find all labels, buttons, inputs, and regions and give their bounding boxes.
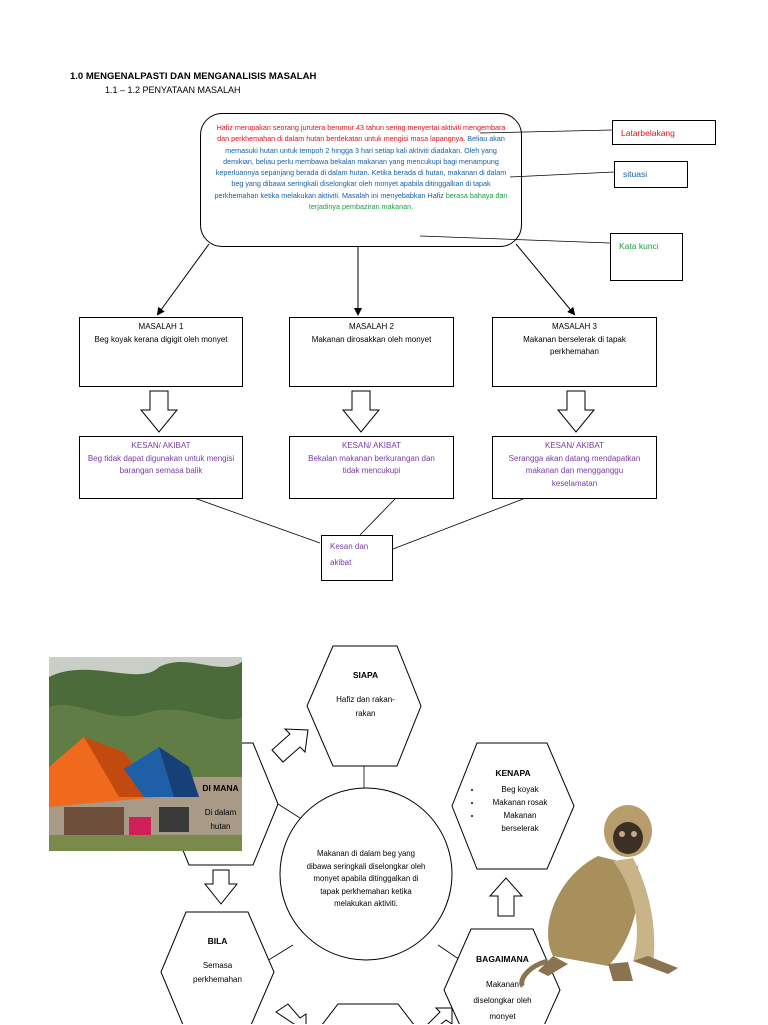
effect-title: KESAN/ AKIBAT — [131, 441, 191, 450]
kenapa-item: Beg koyak — [482, 783, 558, 796]
hex-bila — [160, 911, 275, 1024]
camping-photo — [49, 657, 242, 851]
arrow-bagaimana-to-kenapa — [488, 877, 524, 917]
problem-title: MASALAH 1 — [138, 322, 184, 331]
effect-box-3: KESAN/ AKIBAT Serangga akan datang menda… — [492, 436, 657, 499]
label-situasi: situasi — [614, 161, 688, 188]
down-arrow-3 — [556, 390, 596, 433]
hex-bila-title: BILA — [207, 936, 228, 946]
hex-kenapa-title: KENAPA — [495, 768, 531, 778]
center-text: Makanan di dalam beg yang dibawa seringk… — [306, 849, 426, 908]
kenapa-item: Makanan rosak — [482, 796, 558, 809]
tent-icon — [49, 657, 242, 851]
scenario-green-text: berasa bahaya dan terjadinya pembaziran … — [308, 190, 508, 212]
hex-bagaimana-title: BAGAIMANA — [476, 954, 529, 964]
problem-text: Beg koyak kerana digigit oleh monyet — [94, 334, 228, 344]
arrow-to-siapa — [271, 728, 309, 763]
hex-siapa — [306, 645, 422, 767]
hex-siapa-text: Hafiz dan rakan-rakan — [336, 695, 395, 718]
hex-kenapa — [451, 742, 575, 870]
kenapa-item: Makanan berselerak — [482, 809, 558, 835]
hex-dimana-text: Di dalam hutan — [204, 808, 237, 831]
hex-bagaimana — [443, 928, 561, 1024]
hex-bila-label: BILA Semasa perkhemahan — [170, 934, 265, 987]
down-arrow-1 — [139, 390, 179, 433]
hex-bila-text: Semasa perkhemahan — [193, 961, 242, 984]
akibat-label: akibat — [330, 558, 352, 567]
problem-text: Makanan berselerak di tapak perkhemahan — [523, 334, 626, 357]
problem-title: MASALAH 3 — [552, 322, 597, 331]
problem-box-2: MASALAH 2 Makanan dirosakkan oleh monyet — [289, 317, 454, 387]
down-arrow-2 — [341, 390, 381, 433]
scenario-blue-text: Beliau akan memasuki hutan untuk tempoh … — [214, 134, 507, 200]
section-title: 1.0 MENGENALPASTI DAN MENGANALISIS MASAL… — [70, 71, 317, 82]
arrow-bottom-right — [427, 1007, 453, 1024]
hex-bagaimana-label: BAGAIMANA Makanan diselongkar oleh monye… — [455, 952, 550, 1025]
effect-title: KESAN/ AKIBAT — [545, 441, 604, 450]
effect-text: Bekalan makanan berkurangan dan tidak me… — [308, 453, 435, 476]
monkey-icon — [519, 805, 678, 988]
kesan-label: Kesan dan — [330, 542, 369, 551]
center-ellipse — [279, 787, 453, 961]
hex-bottom — [321, 1003, 415, 1024]
section-subtitle: 1.1 – 1.2 PENYATAAN MASALAH — [105, 85, 241, 95]
arrow-bottom-left — [275, 1003, 307, 1024]
hex-dimana-label: DI MANA Di dalam hutan — [173, 781, 268, 834]
hex-dimana-title: DI MANA — [202, 783, 239, 793]
problem-box-3: MASALAH 3 Makanan berselerak di tapak pe… — [492, 317, 657, 387]
effect-text: Serangga akan datang mendapatkan makanan… — [508, 453, 641, 488]
problem-title: MASALAH 2 — [349, 322, 394, 331]
problem-text: Makanan dirosakkan oleh monyet — [311, 334, 432, 344]
hex-kenapa-label: KENAPA Beg koyak Makanan rosak Makanan b… — [468, 766, 558, 835]
scenario-blue-text-2: Masalah ini menyebabkan Hafiz — [342, 190, 444, 200]
scenario-box: Hafiz merupakan seorang jurutera berumur… — [200, 113, 522, 247]
problem-box-1: MASALAH 1 Beg koyak kerana digigit oleh … — [79, 317, 243, 387]
kenapa-list: Beg koyak Makanan rosak Makanan berseler… — [468, 783, 558, 835]
kesan-akibat-box: Kesan dan akibat — [321, 535, 393, 581]
label-kata-kunci: Kata kunci — [610, 233, 683, 281]
monkey-photo — [518, 796, 710, 988]
arrow-dimana-to-bila — [203, 869, 239, 905]
effect-box-2: KESAN/ AKIBAT Bekalan makanan berkuranga… — [289, 436, 454, 499]
hex-bagaimana-text: Makanan diselongkar oleh monyet — [473, 980, 532, 1021]
scenario-red-text: Hafiz merupakan seorang jurutera berumur… — [216, 123, 506, 144]
hex-siapa-title: SIAPA — [352, 670, 379, 680]
label-latarbelakang: Latarbelakang — [612, 120, 716, 145]
effect-title: KESAN/ AKIBAT — [342, 441, 401, 450]
effect-text: Beg tidak dapat digunakan untuk mengisi … — [87, 453, 235, 476]
effect-box-1: KESAN/ AKIBAT Beg tidak dapat digunakan … — [79, 436, 243, 499]
hex-siapa-label: SIAPA Hafiz dan rakan-rakan — [318, 668, 413, 721]
